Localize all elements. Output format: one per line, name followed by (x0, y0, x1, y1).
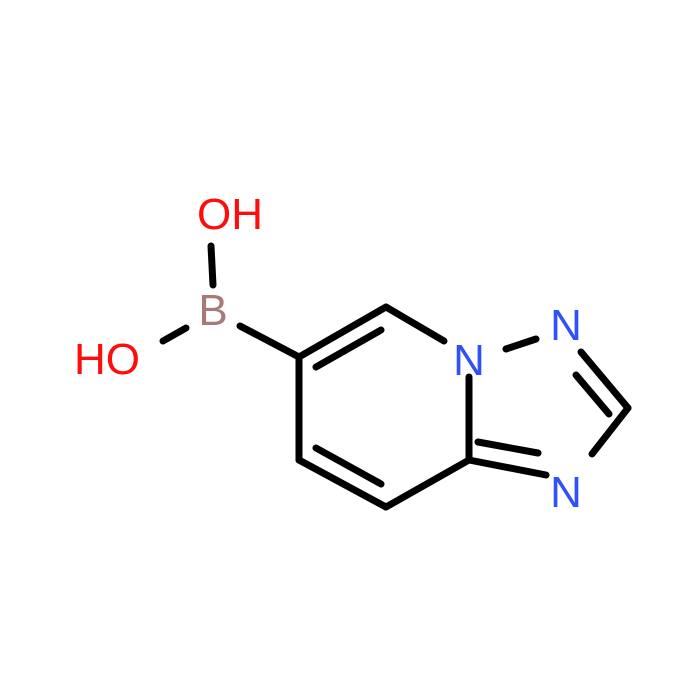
atom-boron: B (198, 286, 227, 335)
bond-c8a-c8 (382, 456, 473, 511)
bond-n-lower-c8a (465, 456, 550, 479)
bond-n-bridge-n-upper (502, 335, 540, 353)
bond-c6-c5 (295, 303, 390, 361)
bond-ho-left-to-boron (159, 324, 190, 345)
atom-labels: OH HO B N N N (74, 190, 582, 517)
atom-n-bridge: N (453, 336, 485, 385)
atom-n-triazole-lower: N (550, 468, 582, 517)
bond-n-upper-c2-double (572, 371, 613, 418)
bond-n-upper-c2 (577, 348, 632, 412)
bond-c8-c7-double (312, 444, 385, 488)
atom-oh-top: OH (197, 190, 263, 239)
bond-n-lower-c8a-double (474, 438, 542, 457)
bond-boron-to-c6 (236, 322, 303, 361)
bonds (159, 242, 632, 511)
bond-c2-n-lower (588, 404, 632, 458)
atom-ho-left: HO (74, 335, 140, 384)
bond-c8-c7 (295, 456, 390, 511)
bond-oh-top-to-boron (207, 242, 217, 289)
bond-c5-n-bridge (382, 303, 448, 345)
bond-c6-c5-double (312, 326, 385, 371)
atom-n-triazole-upper: N (550, 301, 582, 350)
